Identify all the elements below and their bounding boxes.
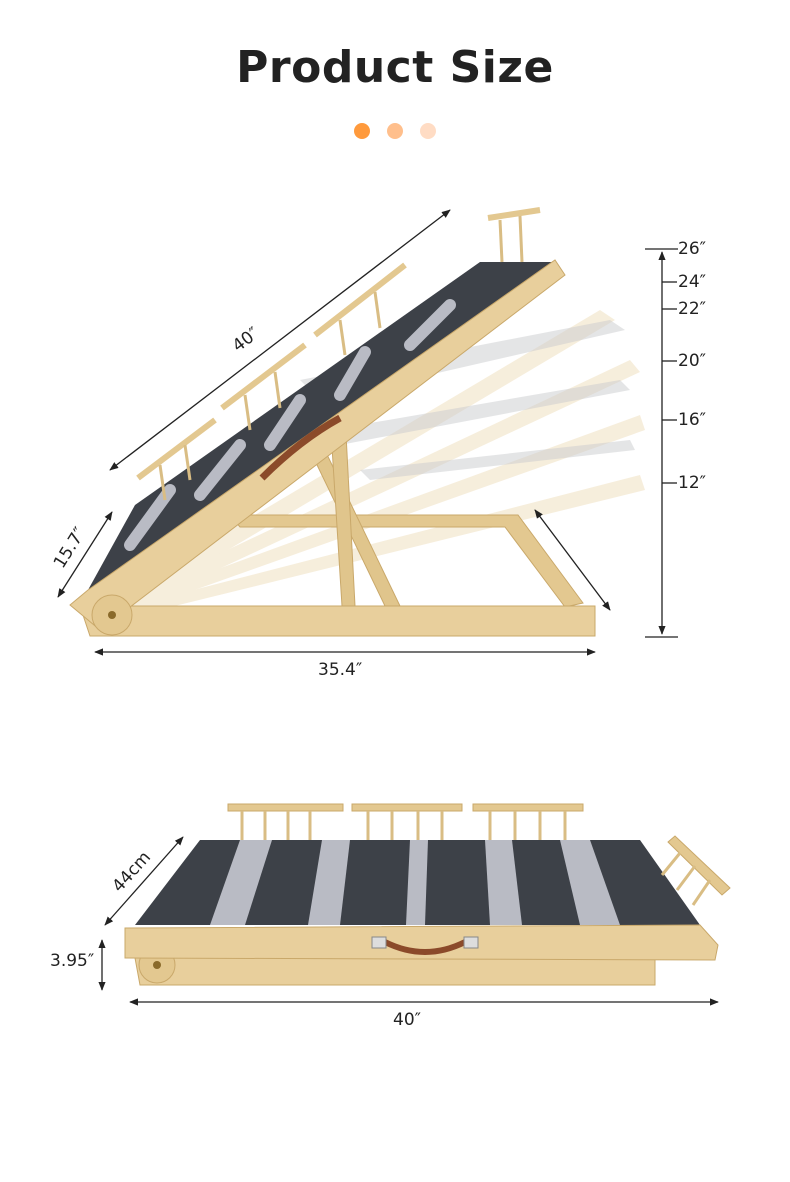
decor-dot-3 <box>420 123 436 139</box>
height-label-12: 12″ <box>678 473 706 493</box>
folded-height-label: 3.95″ <box>50 951 95 971</box>
height-label-22: 22″ <box>678 299 706 319</box>
height-label-24: 24″ <box>678 272 706 292</box>
folded-length-label: 40″ <box>393 1010 421 1030</box>
page-title: Product Size <box>236 42 554 93</box>
height-label-26: 26″ <box>678 239 706 259</box>
height-label-20: 20″ <box>678 351 706 371</box>
height-label-16: 16″ <box>678 410 706 430</box>
decor-dot-1 <box>354 123 370 139</box>
decor-dot-2 <box>387 123 403 139</box>
folded-ramp <box>124 803 731 986</box>
dimension-lines-inclined <box>57 209 678 656</box>
dimension-lines-folded <box>98 836 719 1006</box>
base-length-label: 35.4″ <box>318 660 363 680</box>
